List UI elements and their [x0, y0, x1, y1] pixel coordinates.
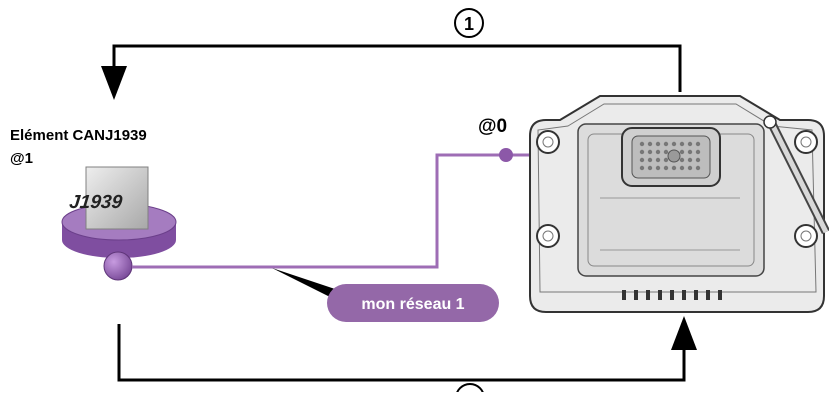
network-label-bubble[interactable]: mon réseau 1: [272, 268, 499, 322]
device-label: J1939: [68, 192, 123, 213]
controller-vents: [622, 290, 722, 300]
controller-strap: [763, 115, 829, 235]
controller-module[interactable]: [529, 95, 829, 313]
mounting-holes: [536, 130, 818, 248]
network-label: mon réseau 1: [361, 296, 464, 313]
device-port[interactable]: [103, 251, 133, 281]
controller-connector[interactable]: [621, 127, 721, 187]
network-node[interactable]: [499, 148, 513, 162]
top-loop-arrow: [101, 44, 682, 100]
device-cube: [85, 166, 149, 230]
up-arrowhead-icon: [671, 316, 697, 350]
j1939-device[interactable]: J1939: [61, 166, 177, 281]
bubble-pointer: [272, 268, 344, 304]
element-title: Elément CANJ1939: [10, 127, 147, 144]
element-address: @1: [10, 150, 33, 167]
down-arrowhead-icon: [101, 66, 127, 100]
controller-address: @0: [478, 116, 507, 137]
callout-1-text: 1: [464, 14, 474, 34]
callout-2: 2: [455, 383, 485, 397]
bottom-loop-arrow: [117, 316, 697, 382]
callout-1: 1: [454, 8, 484, 38]
